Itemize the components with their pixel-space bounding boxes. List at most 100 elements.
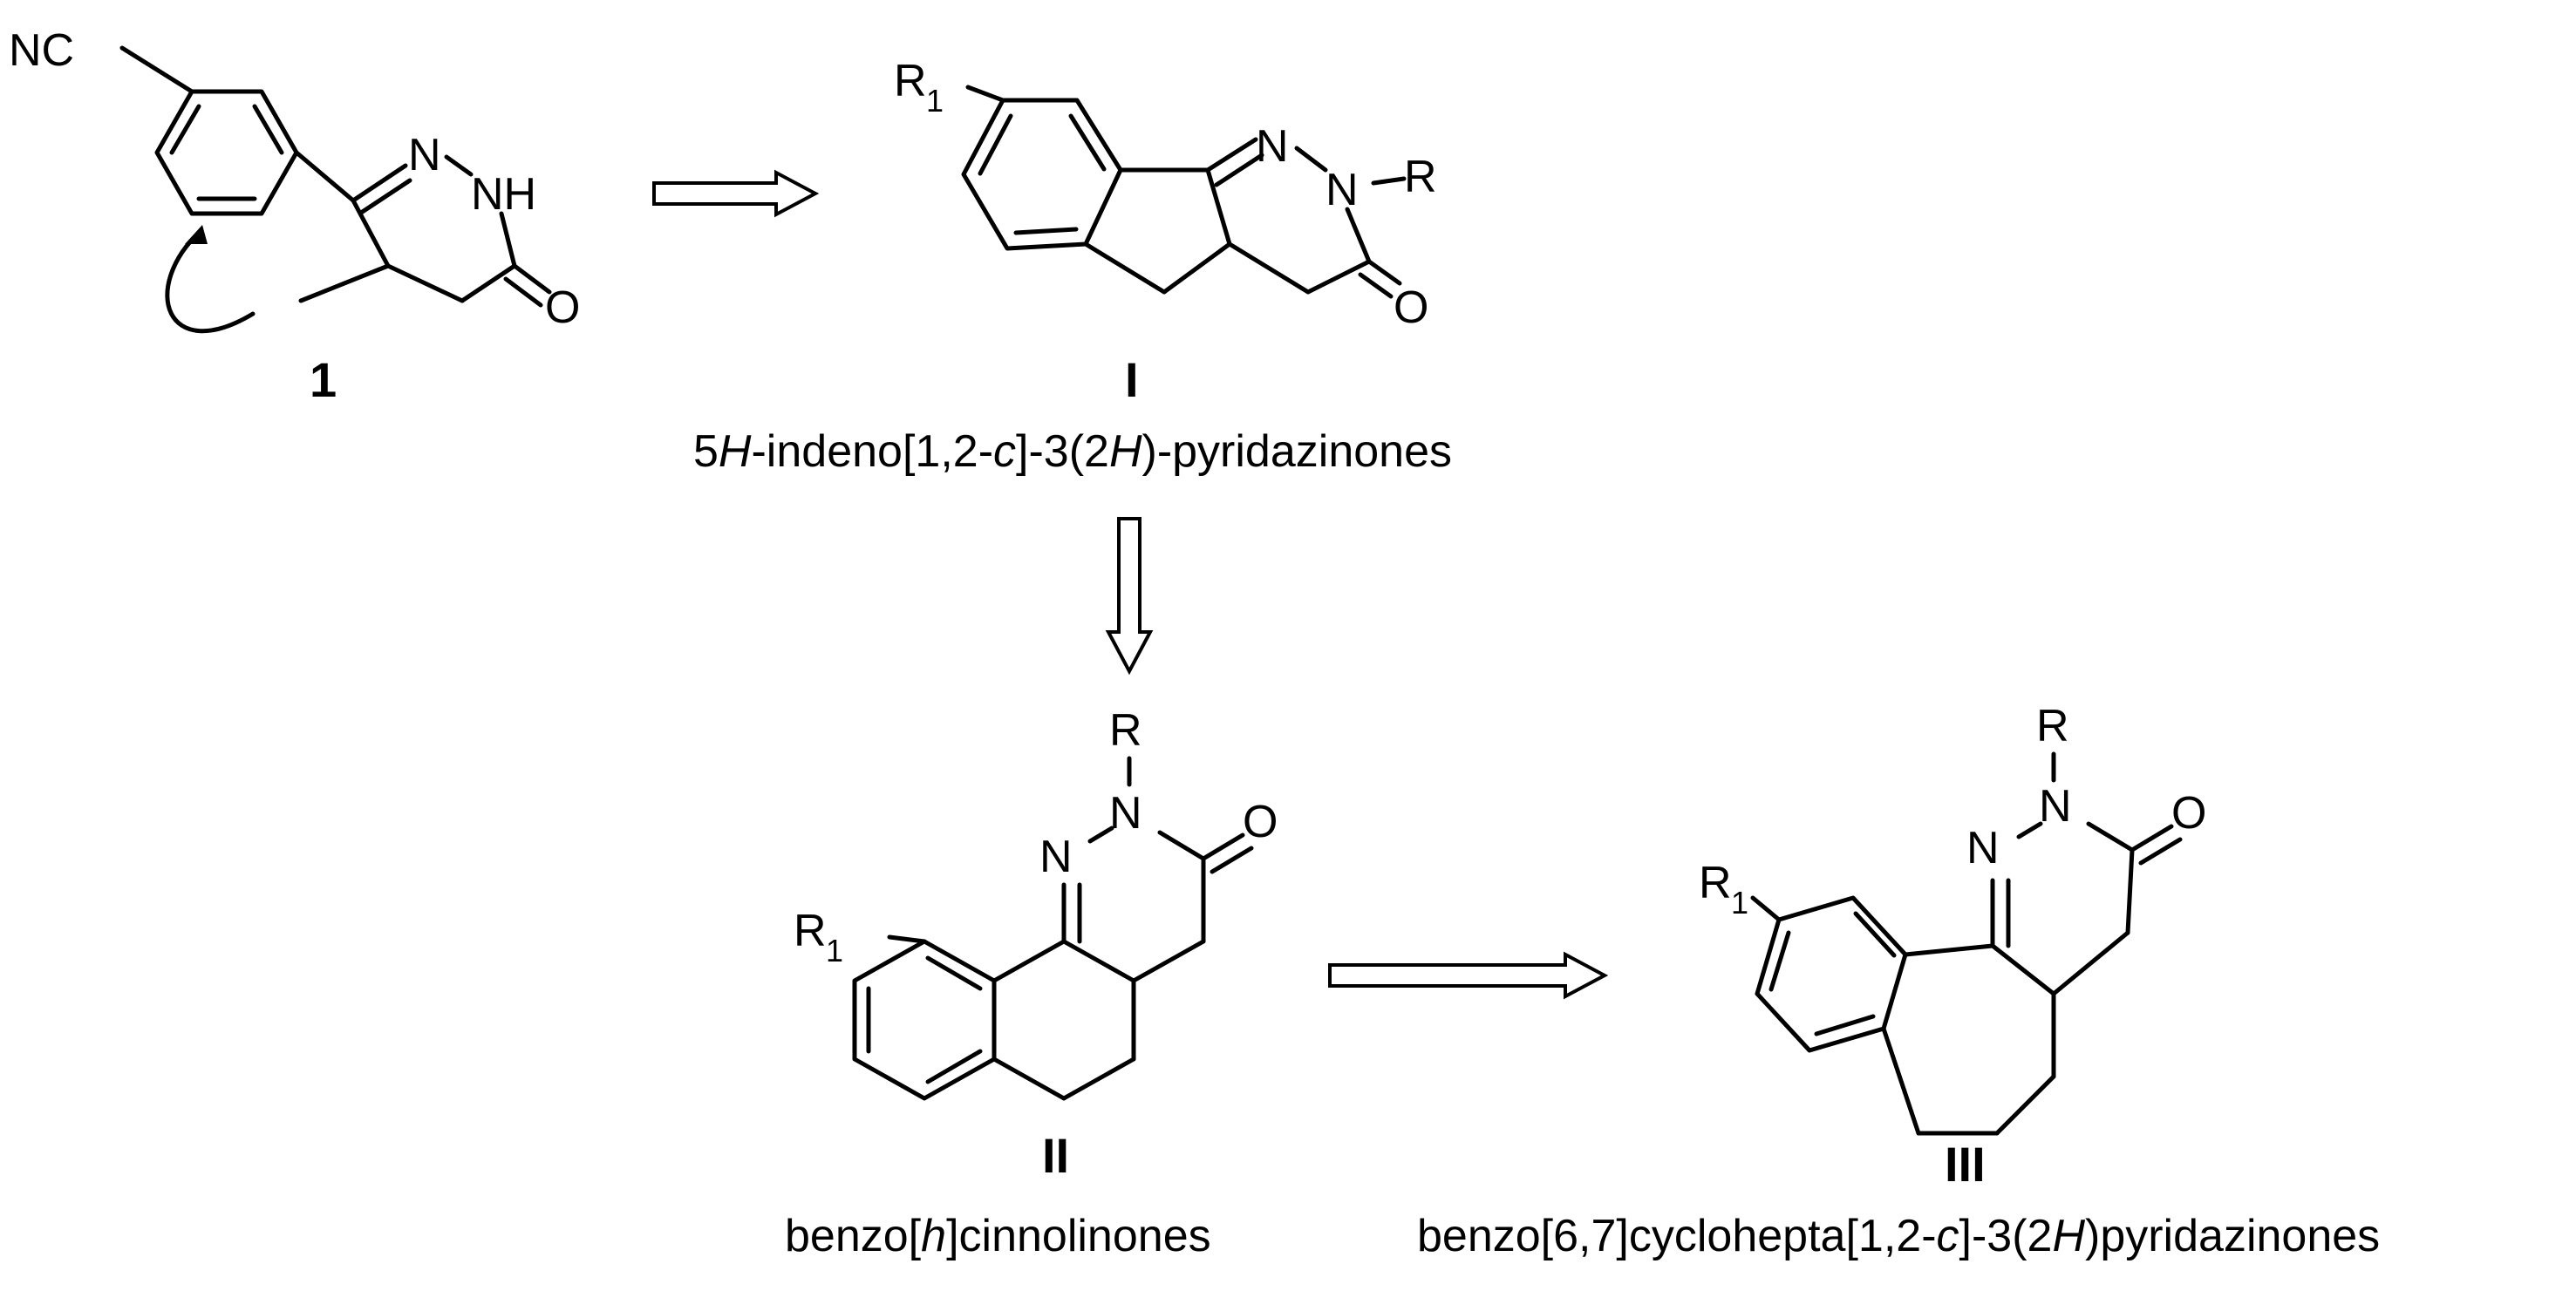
compound-1-nitrile-bond [119,45,194,94]
compound-I-benzene-ring [961,98,1123,251]
caption-italic: c [1936,1211,1959,1261]
caption-italic: H [1108,426,1142,477]
compound-III-o-label: O [2171,788,2206,839]
compound-II-r1-subscript: 1 [826,933,843,968]
compound-II-n2-label: N [1109,788,1142,839]
compound-III-seven-ring [1994,1074,2056,1136]
compound-I-cn-double [1214,153,1264,187]
compound-1-double-bond [169,104,201,155]
compound-1-ring-bond [351,198,391,268]
compound-I-nn-bond [1294,146,1328,173]
compound-1-number: 1 [310,352,337,407]
caption-italic: H [718,426,752,477]
compound-II-r-label: R [1109,705,1142,756]
caption-part: benzo[ [785,1211,922,1261]
compound-I-o-label: O [1394,282,1428,333]
compound-II-double-bond [925,955,983,991]
caption-part: 5 [693,426,719,477]
compound-II-mid-ring [992,939,1067,983]
compound-II-carbonyl [1210,846,1254,874]
compound-III-seven-ring [1903,943,1995,957]
compound-1-benzene-ring [154,89,299,216]
compound-1-curved-arrow [165,228,256,334]
compound-1-carbonyl [503,276,543,308]
retro-arrow-1 [652,169,820,218]
retro-arrow-2 [1105,517,1154,676]
compound-III-seven-ring [1881,1026,1921,1136]
compound-II-caption: benzo[h]cinnolinones [785,1210,1211,1262]
compound-III-caption: benzo[6,7]cyclohepta[1,2-c]-3(2H)pyridaz… [1417,1210,2380,1262]
compound-III-ring-bond [2051,930,2130,996]
compound-I-caption: 5H-indeno[1,2-c]-3(2H)-pyridazinones [693,425,1452,478]
compound-II-ring-bond [1131,939,1206,983]
compound-III-double-bond [1814,1014,1876,1036]
compound-1-aryl-bond [294,150,356,203]
compound-I-structure: R 1 N N R O I [894,56,1437,407]
retro-arrow-3 [1328,951,1609,1000]
compound-II-double-bond [925,1049,983,1084]
caption-part: -indeno[1,2- [751,426,994,477]
compound-1-carbonyl [512,263,552,295]
compound-III-number: III [1945,1137,1986,1192]
compound-I-n2-label: N [1325,165,1359,215]
compound-III-carbonyl [2130,824,2174,853]
caption-italic: h [921,1211,947,1261]
compound-III-n2-label: N [2039,781,2072,832]
compound-1-arrowhead [185,225,208,244]
compound-1-nh-label: NH [471,169,536,220]
compound-I-r-label: R [1404,152,1437,202]
compound-I-carbonyl [1366,259,1402,286]
compound-I-ring-bond [1305,259,1372,295]
compound-III-r1-subscript: 1 [1731,885,1748,921]
compound-III-ring-bond [2125,847,2135,935]
compound-I-five-ring [1205,167,1232,247]
compound-1-ring-bond [385,263,465,303]
compound-II-n1-label: N [1039,832,1073,882]
compound-II-r1-label: R [794,906,827,956]
compound-1-cn-double [358,178,412,215]
compound-II-o-label: O [1243,797,1278,847]
compound-II-mid-ring [1061,1057,1136,1101]
compound-1-nn-bond [444,154,474,177]
compound-I-n1-label: N [1256,121,1289,172]
compound-I-five-ring [1083,241,1167,295]
compound-III-r1-label: R [1699,858,1732,908]
compound-1-structure: NC N NH O 1 [9,25,580,407]
compound-II-mid-ring [1061,939,1136,983]
compound-III-carbonyl [2138,837,2183,866]
caption-part: ]-3(2 [1959,1211,2053,1261]
compound-I-double-bond [1013,227,1079,235]
compound-I-r1-subscript: 1 [926,83,944,119]
compound-I-ring-bond [1345,207,1372,264]
compound-I-n-r-bond [1371,176,1407,186]
compound-1-nh-c-bond [499,211,517,268]
caption-part: )pyridazinones [2085,1211,2381,1261]
compound-I-number: I [1125,352,1139,407]
caption-italic: H [2052,1211,2085,1261]
compound-I-cn-double [1205,137,1258,173]
compound-II-structure: R N N O R 1 II [794,705,1278,1183]
caption-part: ]cinnolinones [946,1211,1211,1261]
compound-1-methyl-bond [298,263,391,303]
compound-III-structure: R N N O R 1 III [1699,701,2206,1192]
compound-I-carbonyl [1358,272,1394,299]
compound-1-n-label: N [408,130,441,180]
compound-III-ring-bond [2086,821,2135,853]
compound-III-r-label: R [2036,701,2069,751]
compound-III-r1-bond [1750,895,1782,922]
compound-II-r1-bond [887,934,927,944]
compound-II-number: II [1042,1128,1069,1183]
compound-I-r1-label: R [894,56,927,106]
compound-1-nc-label: NC [9,25,74,76]
compound-II-ring-bond [1157,830,1206,861]
caption-italic: c [993,426,1017,477]
compound-II-carbonyl [1201,832,1245,861]
compound-III-n1-label: N [1966,823,2000,873]
compound-II-benzene-ring [852,939,997,1101]
compound-II-nn-bond [1087,826,1114,844]
compound-I-r1-bond [965,85,1005,103]
compound-1-double-bond [252,104,284,155]
compound-1-ring-bond [460,263,517,303]
compound-III-double-bond [1768,930,1791,992]
